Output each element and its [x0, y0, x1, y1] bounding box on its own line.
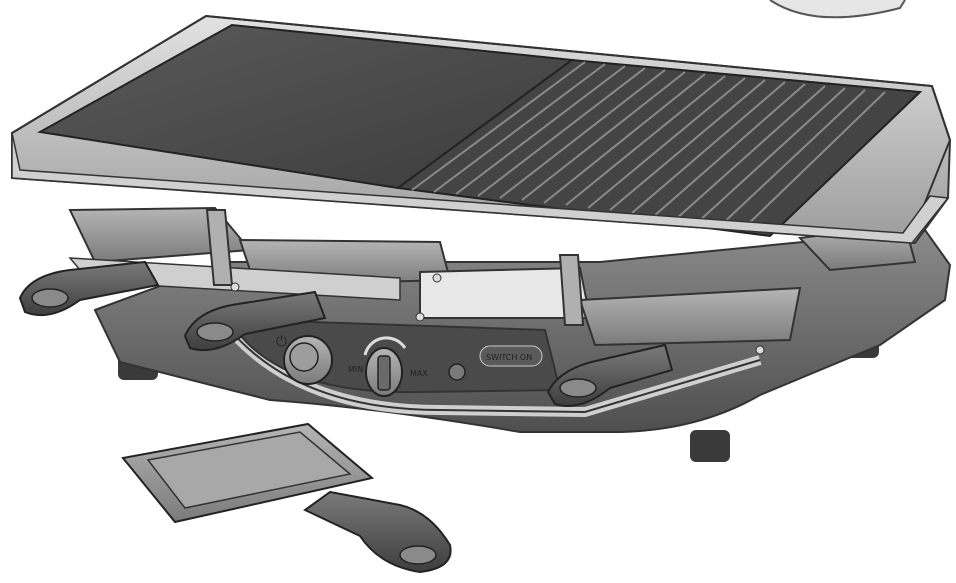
cropped-ring-decoration	[769, 0, 906, 19]
plate-support-posts	[205, 209, 585, 326]
temperature-dial-icon[interactable]	[363, 336, 407, 397]
loose-raclette-pan	[121, 422, 452, 574]
control-panel: ⏻ MIN MAX SWITCH ON	[238, 318, 562, 397]
power-knob[interactable]	[283, 335, 333, 385]
indicator-light-icon	[448, 363, 466, 381]
power-icon: ⏻	[276, 334, 287, 350]
brand-logo-badge	[479, 345, 543, 367]
brand-logo: SWITCH ON	[486, 353, 532, 362]
dial-max-label: MAX	[410, 369, 428, 378]
raclette-pans-row	[68, 206, 917, 347]
dial-min-label: MIN	[348, 365, 363, 374]
grill-ridges	[411, 61, 886, 231]
screws	[230, 273, 765, 355]
pan-handles	[18, 260, 674, 407]
cooking-plate	[11, 14, 952, 245]
